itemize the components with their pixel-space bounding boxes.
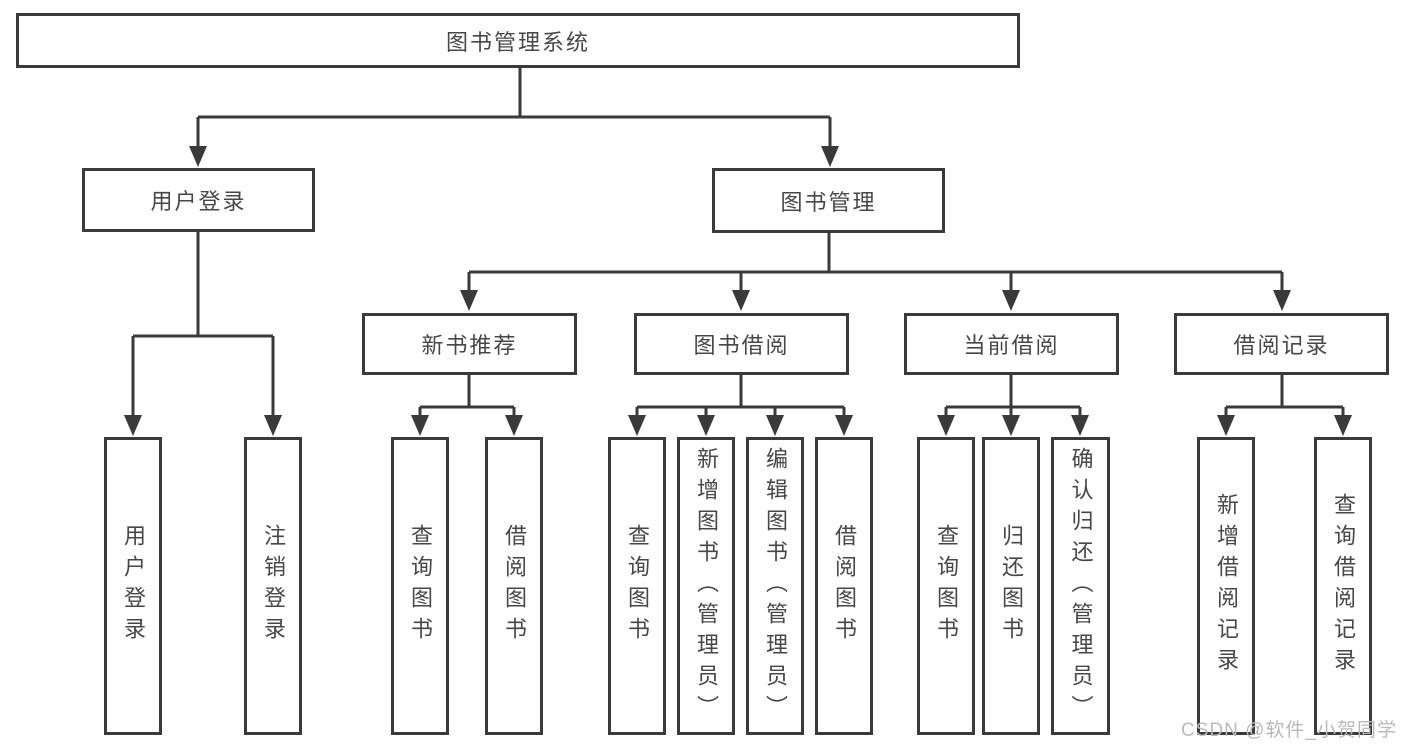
arrow-down-icon bbox=[460, 290, 478, 311]
leaf-add-borrow-record-label: 新增借阅记录 bbox=[1214, 493, 1239, 679]
arrow-down-icon bbox=[189, 146, 207, 167]
leaf-confirm-return-admin: 确认归还（管理员） bbox=[1051, 437, 1110, 735]
connector-borrow-record-to-children bbox=[1217, 375, 1352, 436]
arrow-down-icon bbox=[821, 146, 839, 167]
node-root: 图书管理系统 bbox=[16, 13, 1020, 68]
csdn-watermark: CSDN @软件_小贺同学 bbox=[1181, 720, 1397, 741]
connector-book-management-to-level3 bbox=[460, 233, 1291, 311]
node-book-management: 图书管理 bbox=[712, 168, 945, 233]
arrow-down-icon bbox=[1002, 415, 1020, 436]
leaf-borrow-query-book-label: 查询图书 bbox=[625, 524, 650, 648]
leaf-borrow-book-label: 借阅图书 bbox=[832, 524, 857, 648]
arrow-down-icon bbox=[835, 415, 853, 436]
node-book-borrow: 图书借阅 bbox=[634, 313, 849, 375]
node-user-login-label: 用户登录 bbox=[150, 189, 247, 214]
leaf-edit-book-admin: 编辑图书（管理员） bbox=[746, 437, 804, 735]
connector-user-login-to-children bbox=[124, 232, 282, 436]
node-book-borrow-label: 图书借阅 bbox=[693, 333, 790, 358]
arrow-down-icon bbox=[628, 415, 646, 436]
leaf-recommend-borrow-book: 借阅图书 bbox=[485, 437, 543, 735]
leaf-borrow-book: 借阅图书 bbox=[815, 437, 873, 735]
connector-new-book-recommend-to-children bbox=[411, 375, 523, 436]
arrow-down-icon bbox=[766, 415, 784, 436]
leaf-query-borrow-record-label: 查询借阅记录 bbox=[1331, 493, 1356, 679]
node-current-borrow: 当前借阅 bbox=[904, 313, 1119, 375]
node-new-book-recommend-label: 新书推荐 bbox=[421, 333, 518, 358]
leaf-logout-label: 注销登录 bbox=[261, 524, 286, 648]
leaf-user-login: 用户登录 bbox=[104, 437, 162, 735]
node-borrow-record-label: 借阅记录 bbox=[1233, 333, 1330, 358]
arrow-down-icon bbox=[1217, 415, 1235, 436]
node-current-borrow-label: 当前借阅 bbox=[963, 333, 1060, 358]
leaf-current-query-book-label: 查询图书 bbox=[934, 524, 959, 648]
node-new-book-recommend: 新书推荐 bbox=[362, 313, 577, 375]
leaf-add-borrow-record: 新增借阅记录 bbox=[1197, 437, 1255, 735]
leaf-add-book-admin: 新增图书（管理员） bbox=[677, 437, 735, 735]
arrow-down-icon bbox=[505, 415, 523, 436]
arrow-down-icon bbox=[264, 415, 282, 436]
leaf-logout: 注销登录 bbox=[244, 437, 302, 735]
leaf-borrow-query-book: 查询图书 bbox=[608, 437, 666, 735]
arrow-down-icon bbox=[1071, 415, 1089, 436]
arrow-down-icon bbox=[732, 290, 750, 311]
leaf-return-book: 归还图书 bbox=[982, 437, 1040, 735]
connector-current-borrow-to-children bbox=[937, 375, 1089, 436]
node-root-label: 图书管理系统 bbox=[445, 29, 590, 55]
arrow-down-icon bbox=[124, 415, 142, 436]
arrow-down-icon bbox=[697, 415, 715, 436]
leaf-recommend-borrow-book-label: 借阅图书 bbox=[502, 524, 527, 648]
arrow-down-icon bbox=[937, 415, 955, 436]
arrow-down-icon bbox=[411, 415, 429, 436]
leaf-recommend-query-book-label: 查询图书 bbox=[408, 524, 433, 648]
node-borrow-record: 借阅记录 bbox=[1174, 313, 1389, 375]
arrow-down-icon bbox=[1273, 290, 1291, 311]
arrow-down-icon bbox=[1334, 415, 1352, 436]
leaf-confirm-return-admin-label: 确认归还（管理员） bbox=[1068, 446, 1094, 726]
node-book-management-label: 图书管理 bbox=[780, 189, 877, 215]
leaf-edit-book-admin-label: 编辑图书（管理员） bbox=[763, 446, 788, 726]
leaf-recommend-query-book: 查询图书 bbox=[391, 437, 449, 735]
leaf-current-query-book: 查询图书 bbox=[917, 437, 975, 735]
node-user-login: 用户登录 bbox=[82, 168, 315, 232]
leaf-query-borrow-record: 查询借阅记录 bbox=[1314, 437, 1372, 735]
connector-book-borrow-to-children bbox=[628, 375, 853, 436]
connector-root-to-level2 bbox=[189, 68, 839, 167]
leaf-add-book-admin-label: 新增图书（管理员） bbox=[694, 446, 719, 726]
arrow-down-icon bbox=[1002, 290, 1020, 311]
leaf-return-book-label: 归还图书 bbox=[999, 524, 1024, 648]
leaf-user-login-label: 用户登录 bbox=[121, 524, 146, 648]
